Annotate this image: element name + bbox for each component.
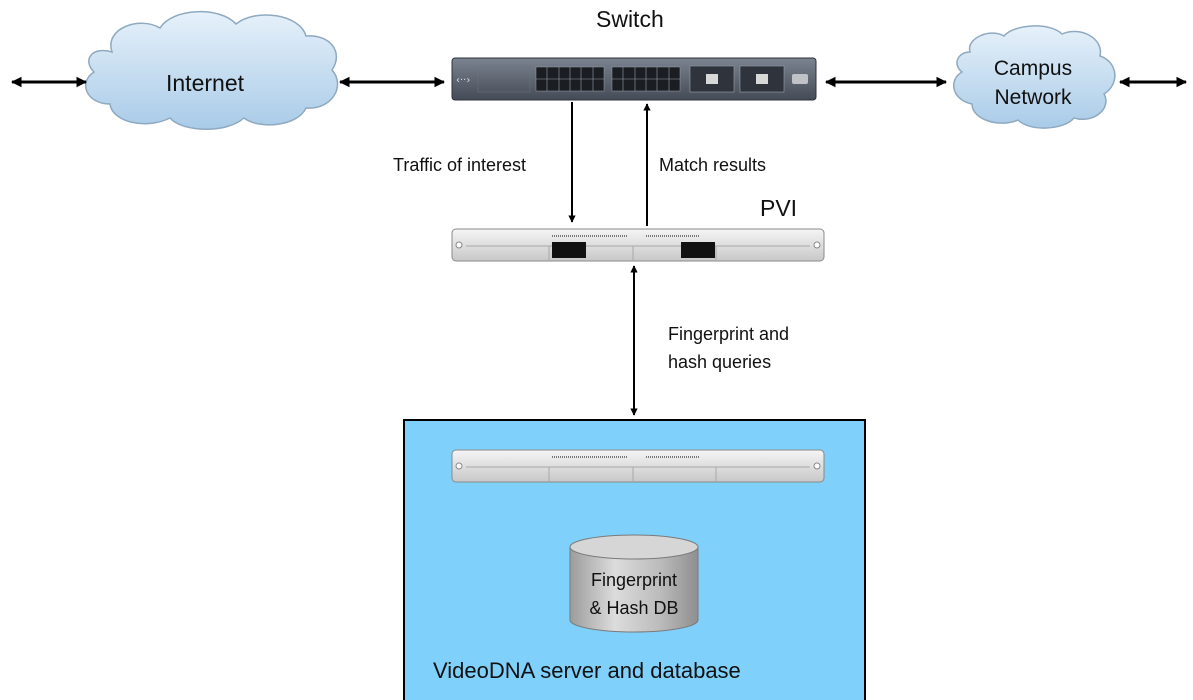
campus-network-cloud [952, 25, 1116, 129]
switch-device: ‹··› [451, 57, 817, 101]
database-line1: Fingerprint [590, 570, 678, 590]
internet-label: Internet [166, 70, 244, 96]
videodna-server [451, 449, 825, 483]
server-box-label: VideoDNA server and database [433, 658, 741, 683]
fingerprint-queries-line2: hash queries [668, 352, 772, 372]
svg-text:‹··›: ‹··› [456, 75, 470, 86]
switch-label: Switch [596, 6, 664, 32]
fingerprint-queries-label: Fingerprint and hash queries [668, 320, 789, 376]
campus-network-label: Campus Network [985, 54, 1081, 112]
campus-network-line2: Network [994, 86, 1072, 109]
internet-cloud [84, 11, 339, 130]
database-label: Fingerprint & Hash DB [571, 566, 697, 622]
pvi-server [451, 228, 825, 262]
database-line2: & Hash DB [589, 598, 679, 618]
fingerprint-queries-line1: Fingerprint and [668, 324, 790, 344]
campus-network-line1: Campus [993, 57, 1073, 80]
database-cylinder [569, 534, 699, 633]
traffic-of-interest-label: Traffic of interest [393, 155, 527, 175]
match-results-label: Match results [659, 155, 767, 175]
pvi-label: PVI [760, 195, 798, 221]
